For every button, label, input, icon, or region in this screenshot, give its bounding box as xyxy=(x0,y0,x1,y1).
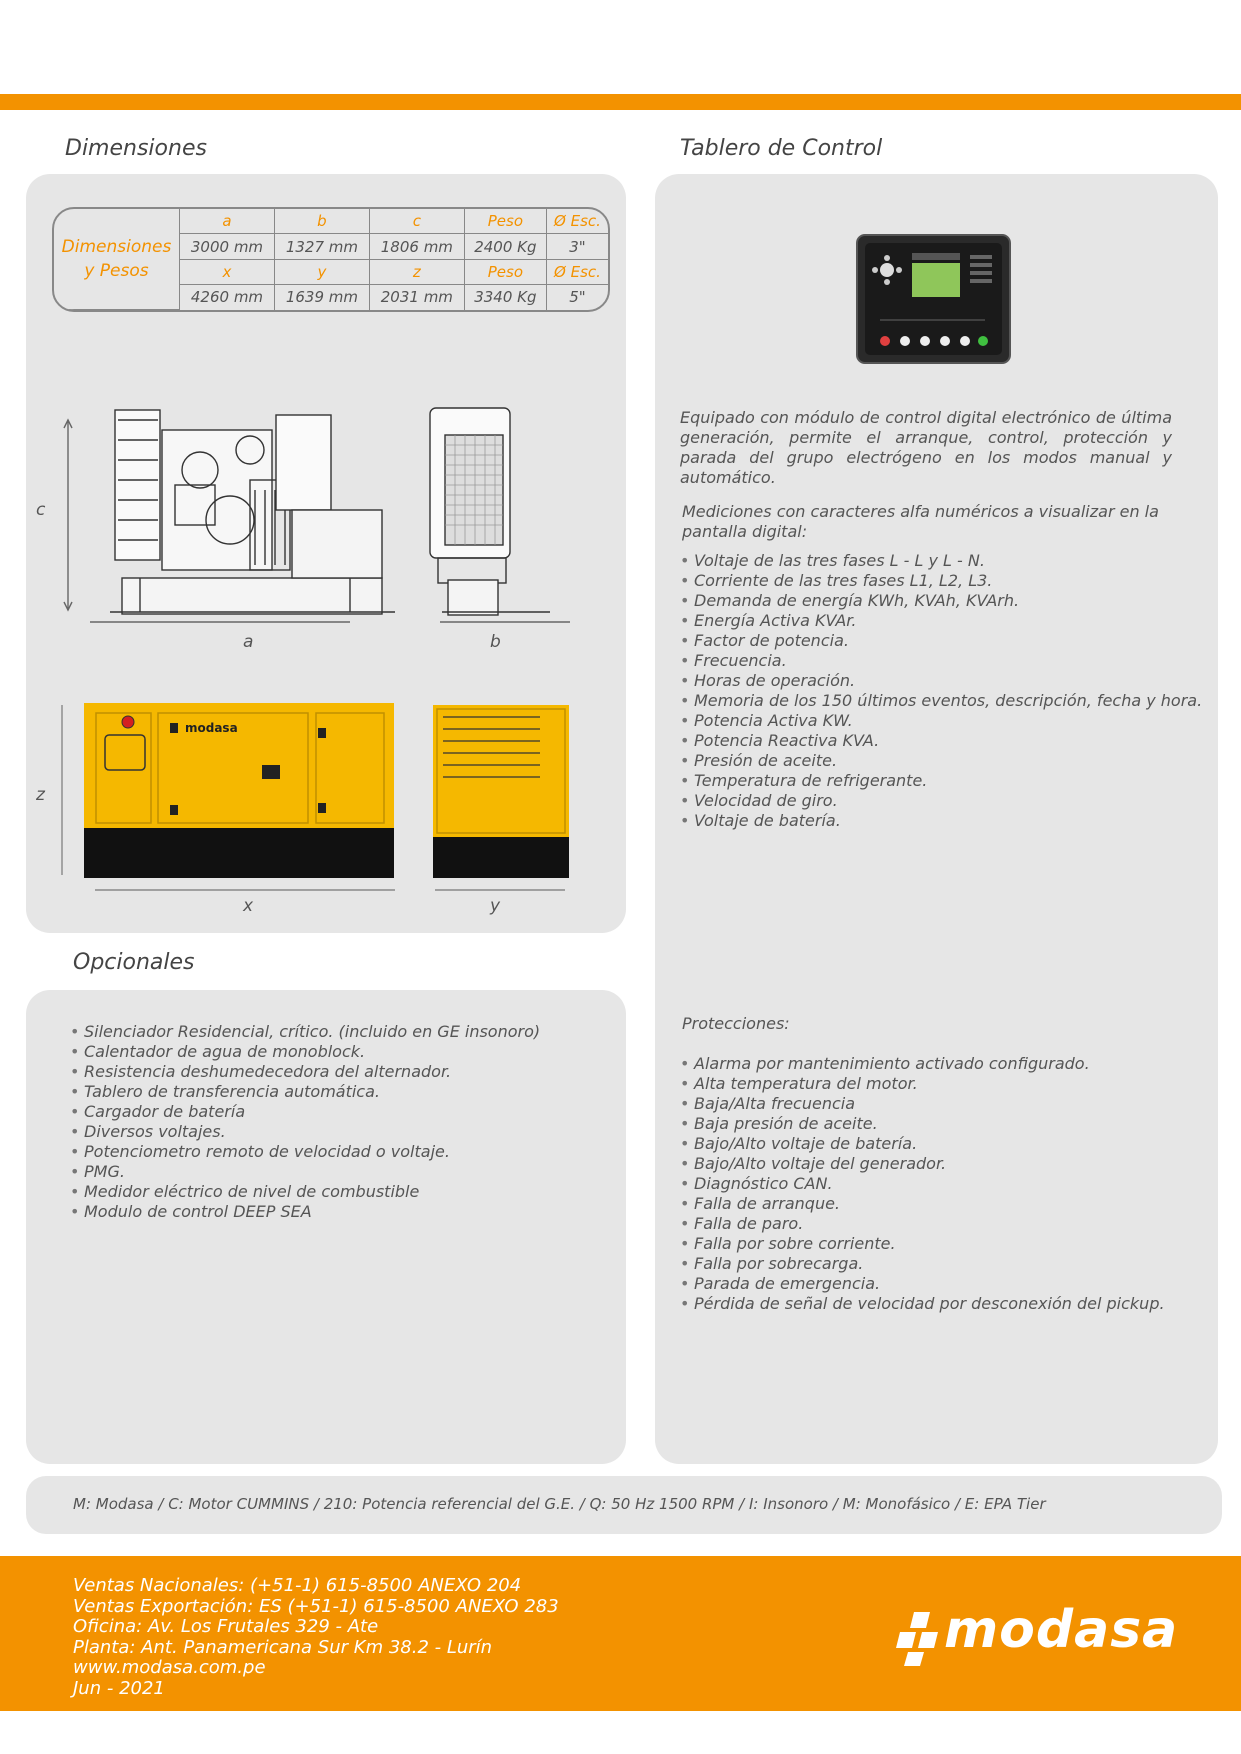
enclosure-front-body xyxy=(433,705,569,837)
dim-header-y: y xyxy=(273,258,370,286)
list-item: Calentador de agua de monoblock. xyxy=(70,1042,540,1062)
dim-value-z: 2031 mm xyxy=(368,284,465,310)
list-item: Factor de potencia. xyxy=(680,631,1202,651)
dim-value-weight-2: 3340 Kg xyxy=(463,284,547,310)
list-item: Modulo de control DEEP SEA xyxy=(70,1202,540,1222)
list-item: Baja presión de aceite. xyxy=(680,1114,1165,1134)
dim-value-exhaust-2: 5" xyxy=(545,284,608,310)
list-item: Potencia Activa KW. xyxy=(680,711,1202,731)
footer-contact: Ventas Nacionales: (+51-1) 615-8500 ANEX… xyxy=(73,1575,559,1699)
list-item: Demanda de energía KWh, KVAh, KVArh. xyxy=(680,591,1202,611)
dim-value-weight: 2400 Kg xyxy=(463,233,547,260)
dim-value-b: 1327 mm xyxy=(273,233,370,260)
dim-header-weight: Peso xyxy=(463,209,547,235)
footer-line-date: Jun - 2021 xyxy=(73,1677,165,1699)
list-item: Temperatura de refrigerante. xyxy=(680,771,1202,791)
dim-header-x: x xyxy=(179,258,275,286)
footnote-text: M: Modasa / C: Motor CUMMINS / 210: Pote… xyxy=(73,1495,1046,1513)
control-module-image xyxy=(856,234,1011,364)
list-item: PMG. xyxy=(70,1162,540,1182)
dim-header-z: z xyxy=(368,258,465,286)
list-item: Tablero de transferencia automática. xyxy=(70,1082,540,1102)
list-item: Baja/Alta frecuencia xyxy=(680,1094,1165,1114)
list-item: Horas de operación. xyxy=(680,671,1202,691)
list-item: Falla de arranque. xyxy=(680,1194,1165,1214)
enclosed-generator-drawings: modasa xyxy=(61,703,569,891)
dim-header-b: b xyxy=(273,209,370,235)
open-generator-drawings xyxy=(63,407,570,623)
list-item: Potenciometro remoto de velocidad o volt… xyxy=(70,1142,540,1162)
list-item: Diagnóstico CAN. xyxy=(680,1174,1165,1194)
list-item: Voltaje de batería. xyxy=(680,811,1202,831)
protections-list: Alarma por mantenimiento activado config… xyxy=(680,1054,1165,1314)
label-x: x xyxy=(243,896,254,916)
list-item: Alta temperatura del motor. xyxy=(680,1074,1165,1094)
dim-header-exhaust: Ø Esc. xyxy=(545,209,608,235)
dim-value-x: 4260 mm xyxy=(179,284,275,310)
footer-line-national-sales: Ventas Nacionales: (+51-1) 615-8500 ANEX… xyxy=(73,1575,522,1596)
list-item: Voltaje de las tres fases L - L y L - N. xyxy=(680,551,1202,571)
list-item: Falla de paro. xyxy=(680,1214,1165,1234)
footer-line-plant: Planta: Ant. Panamericana Sur Km 38.2 - … xyxy=(73,1636,493,1658)
footer-line-export-sales: Ventas Exportación: ES (+51-1) 615-8500 … xyxy=(73,1595,559,1617)
dimensions-title: Dimensiones xyxy=(65,136,207,161)
enclosure-brand-label: modasa xyxy=(185,721,238,735)
dim-value-exhaust: 3" xyxy=(545,233,608,260)
dim-value-c: 1806 mm xyxy=(368,233,465,260)
list-item: Bajo/Alto voltaje de batería. xyxy=(680,1134,1165,1154)
dim-row-header: Dimensiones y Pesos xyxy=(54,209,180,310)
list-item: Medidor eléctrico de nivel de combustibl… xyxy=(70,1182,540,1202)
label-z: z xyxy=(36,785,45,805)
dim-header-c: c xyxy=(368,209,465,235)
list-item: Presión de aceite. xyxy=(680,751,1202,771)
list-item: Alarma por mantenimiento activado config… xyxy=(680,1054,1165,1074)
dim-header-a: a xyxy=(179,209,275,235)
list-item: Pérdida de señal de velocidad por descon… xyxy=(680,1294,1165,1314)
list-item: Silenciador Residencial, crítico. (inclu… xyxy=(70,1022,540,1042)
modasa-logo-mark-icon xyxy=(896,1612,938,1666)
dim-value-a: 3000 mm xyxy=(179,233,275,260)
control-title: Tablero de Control xyxy=(680,136,883,161)
dim-header-weight-2: Peso xyxy=(463,258,547,286)
list-item: Energía Activa KVAr. xyxy=(680,611,1202,631)
control-description: Equipado con módulo de control digital e… xyxy=(680,408,1172,487)
label-y: y xyxy=(490,896,501,916)
list-item: Bajo/Alto voltaje del generador. xyxy=(680,1154,1165,1174)
footer-line-website[interactable]: www.modasa.com.pe xyxy=(73,1657,266,1678)
modasa-logo-text: modasa xyxy=(944,1600,1179,1660)
measurements-intro: Mediciones con caracteres alfa numéricos… xyxy=(682,502,1159,541)
measurements-list: Voltaje de las tres fases L - L y L - N.… xyxy=(680,551,1202,831)
dim-value-y: 1639 mm xyxy=(273,284,370,310)
list-item: Potencia Reactiva KVA. xyxy=(680,731,1202,751)
list-item: Diversos voltajes. xyxy=(70,1122,540,1142)
list-item: Falla por sobre corriente. xyxy=(680,1234,1165,1254)
protections-title: Protecciones: xyxy=(682,1014,790,1033)
list-item: Resistencia deshumedecedora del alternad… xyxy=(70,1062,540,1082)
modasa-logo: modasa xyxy=(892,1600,1192,1670)
footer: Ventas Nacionales: (+51-1) 615-8500 ANEX… xyxy=(0,1556,1241,1711)
list-item: Frecuencia. xyxy=(680,651,1202,671)
label-a: a xyxy=(243,632,254,652)
dimensions-table: Dimensiones y Pesos a b c Peso Ø Esc. 30… xyxy=(52,207,610,312)
list-item: Parada de emergencia. xyxy=(680,1274,1165,1294)
list-item: Falla por sobrecarga. xyxy=(680,1254,1165,1274)
optionals-list: Silenciador Residencial, crítico. (inclu… xyxy=(70,1022,540,1222)
footer-line-office: Oficina: Av. Los Frutales 329 - Ate xyxy=(73,1616,379,1637)
list-item: Corriente de las tres fases L1, L2, L3. xyxy=(680,571,1202,591)
dim-header-exhaust-2: Ø Esc. xyxy=(545,258,608,286)
label-b: b xyxy=(490,632,501,652)
model-code-footnote: M: Modasa / C: Motor CUMMINS / 210: Pote… xyxy=(26,1476,1222,1534)
list-item: Memoria de los 150 últimos eventos, desc… xyxy=(680,691,1202,711)
list-item: Velocidad de giro. xyxy=(680,791,1202,811)
optionals-title: Opcionales xyxy=(73,950,195,975)
label-c: c xyxy=(36,500,46,520)
list-item: Cargador de batería xyxy=(70,1102,540,1122)
top-orange-bar xyxy=(0,94,1241,110)
